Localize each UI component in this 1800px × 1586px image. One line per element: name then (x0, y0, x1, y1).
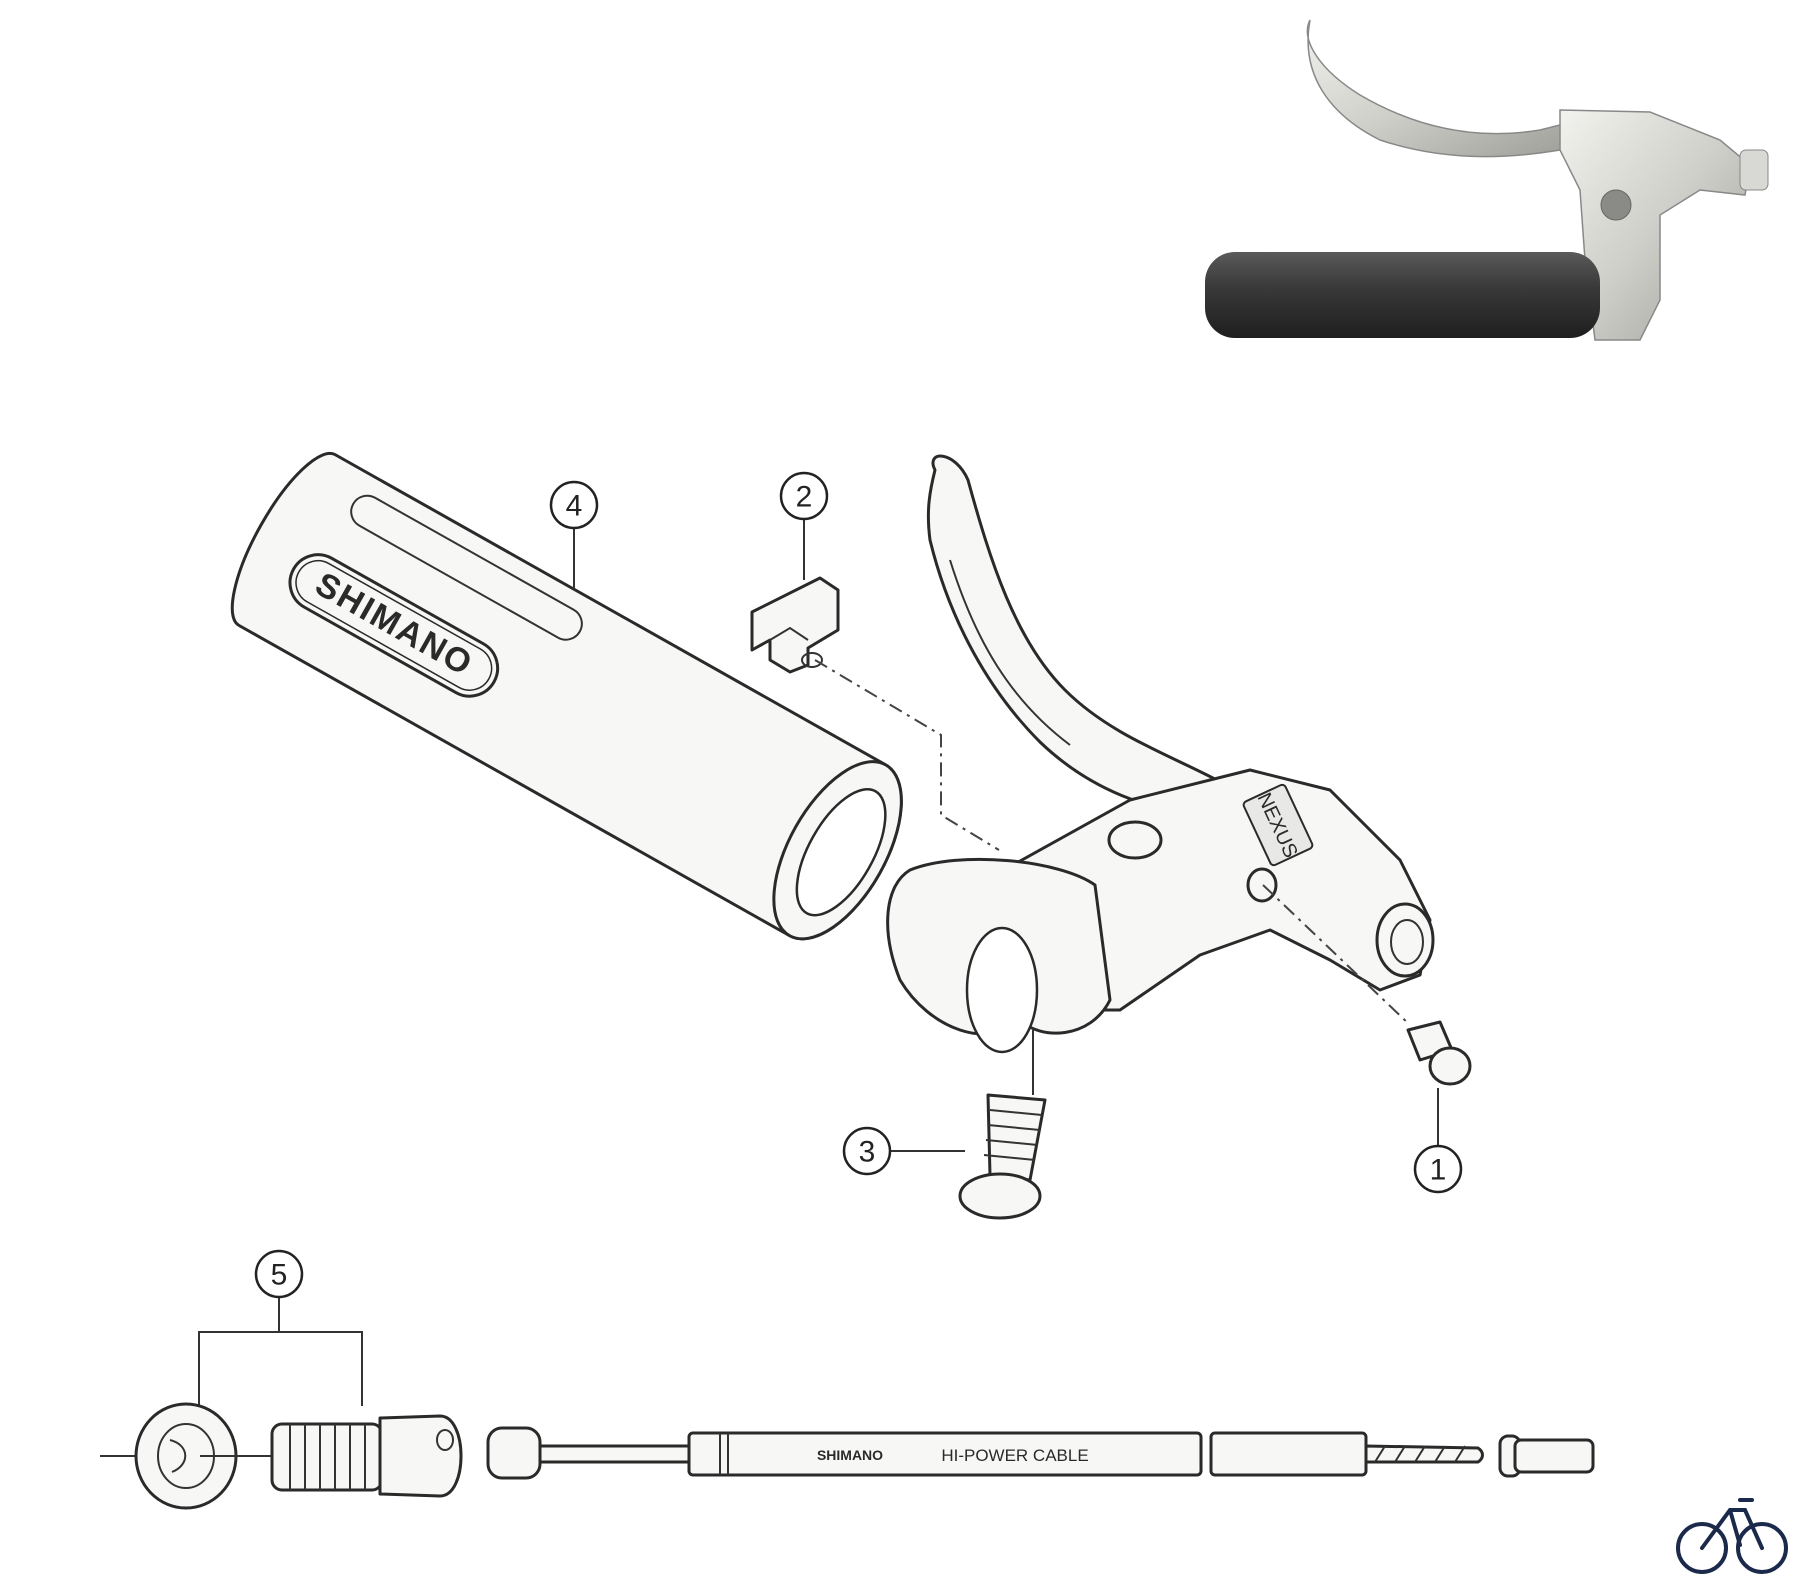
clip-part (750, 576, 840, 674)
small-screw-part (1406, 1020, 1472, 1086)
callout-3: 3 (842, 1126, 892, 1176)
callout-4: 4 (549, 480, 599, 530)
callout-1: 1 (1413, 1144, 1463, 1194)
grip-part: SHIMANO (230, 451, 903, 941)
bicycle-icon (1676, 1498, 1788, 1574)
lever-part: NEXUS (886, 454, 1435, 1054)
clamp-bolt-part (958, 1093, 1047, 1220)
callout-5: 5 (254, 1249, 304, 1299)
svg-text:3: 3 (859, 1136, 876, 1169)
cable-set: SHIMANO HI-POWER CABLE (100, 1402, 1595, 1510)
svg-text:1: 1 (1430, 1154, 1447, 1187)
product-photo (1205, 19, 1769, 341)
svg-text:5: 5 (271, 1259, 288, 1292)
cable-text-label: HI-POWER CABLE (941, 1446, 1088, 1465)
callout-2: 2 (779, 471, 829, 521)
leader-lines (198, 519, 1439, 1406)
svg-text:2: 2 (796, 481, 813, 514)
svg-text:4: 4 (566, 490, 583, 523)
cable-brand-label: SHIMANO (817, 1447, 883, 1463)
